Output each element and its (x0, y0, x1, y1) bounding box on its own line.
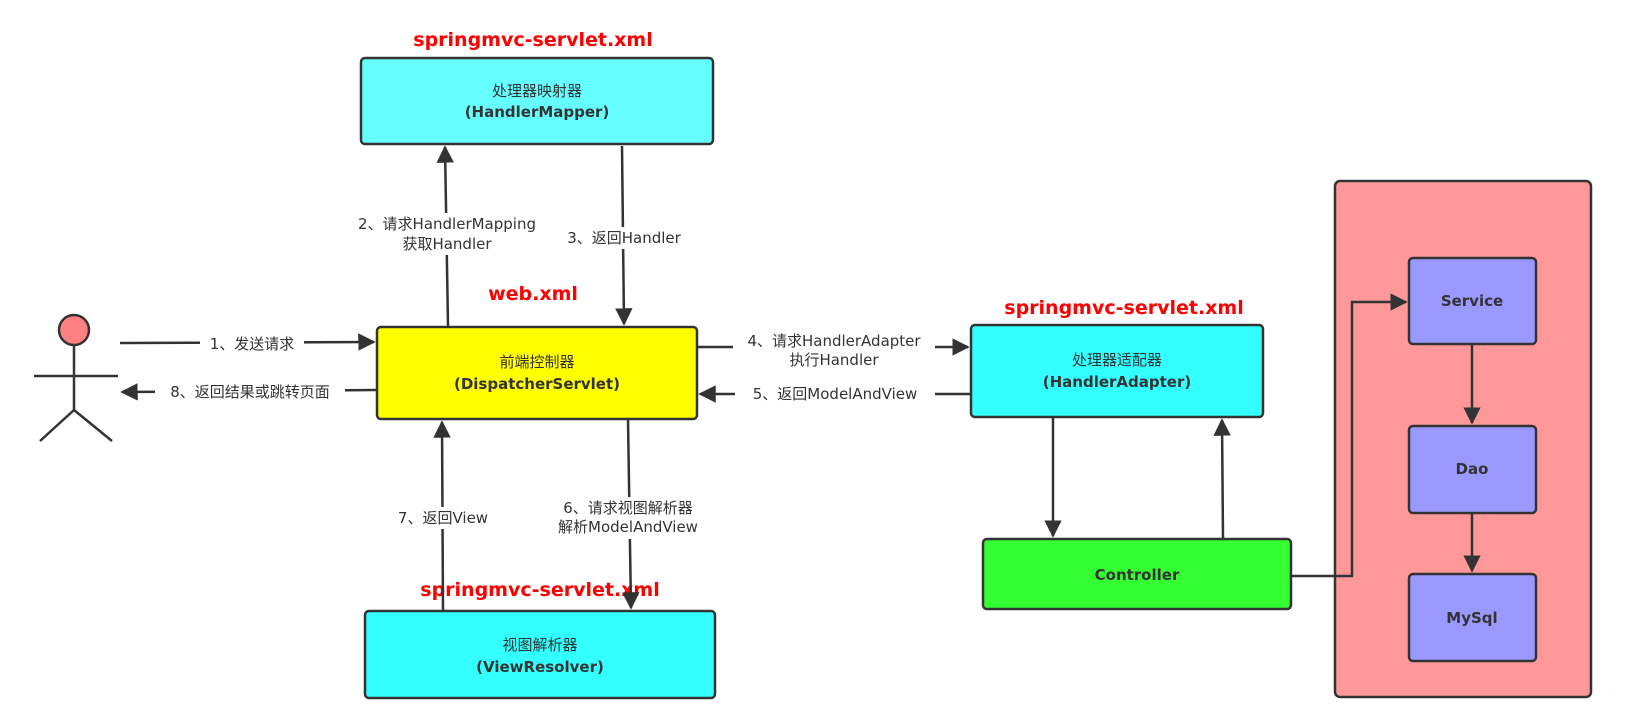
service-node: Service (1407, 256, 1538, 346)
step-2-label-group: 2、请求HandlerMapping 获取Handler (347, 213, 547, 255)
step-5-label-group: 5、返回ModelAndView (735, 383, 935, 405)
step-4-label-line1: 4、请求HandlerAdapter (747, 332, 921, 350)
arrow-controller-to-service (1292, 293, 1408, 578)
mysql-node: MySql (1407, 572, 1538, 663)
handler-mapper-class: (HandlerMapper) (465, 103, 610, 121)
step-2-label-line2: 获取Handler (402, 235, 492, 253)
step-8-label-group: 8、返回结果或跳转页面 (155, 381, 345, 401)
step-6-label-line1: 6、请求视图解析器 (563, 499, 693, 517)
handler-mapper-config-label: springmvc-servlet.xml (413, 29, 652, 51)
step-6-label-line2: 解析ModelAndView (558, 518, 698, 536)
handler-adapter-config-label: springmvc-servlet.xml (1004, 297, 1243, 319)
view-resolver-config-label: springmvc-servlet.xml (420, 579, 659, 601)
handler-adapter-class: (HandlerAdapter) (1043, 373, 1191, 391)
step-3-label-group: 3、返回Handler (560, 227, 688, 249)
handler-mapper-node: 处理器映射器 (HandlerMapper) (359, 56, 715, 146)
step-4-label-line2: 执行Handler (789, 351, 879, 369)
dispatcher-servlet-node: 前端控制器 (DispatcherServlet) (375, 325, 699, 421)
step-7-label-group: 7、返回View (388, 507, 498, 529)
step-8-label: 8、返回结果或跳转页面 (170, 383, 330, 401)
dispatcher-name: 前端控制器 (499, 353, 574, 371)
step-7-label: 7、返回View (398, 509, 488, 527)
step-6-label-group: 6、请求视图解析器 解析ModelAndView (544, 497, 712, 539)
mysql-label: MySql (1446, 609, 1497, 627)
dispatcher-config-label: web.xml (488, 283, 578, 305)
view-resolver-name: 视图解析器 (502, 636, 577, 654)
step-1-label-group: 1、发送请求 (200, 333, 304, 353)
step-5-label: 5、返回ModelAndView (753, 385, 917, 403)
user-actor-icon (34, 313, 118, 442)
step-1-label: 1、发送请求 (210, 335, 295, 353)
view-resolver-node: 视图解析器 (ViewResolver) (363, 609, 717, 700)
dispatcher-class: (DispatcherServlet) (454, 375, 620, 393)
controller-label: Controller (1095, 566, 1180, 584)
view-resolver-class: (ViewResolver) (476, 658, 604, 676)
dao-node: Dao (1407, 424, 1538, 515)
dao-label: Dao (1456, 460, 1489, 478)
service-label: Service (1441, 292, 1503, 310)
step-2-label-line1: 2、请求HandlerMapping (358, 215, 536, 233)
step-3-label: 3、返回Handler (567, 229, 681, 247)
arrow-controller-to-adapter (1213, 418, 1231, 539)
handler-adapter-node: 处理器适配器 (HandlerAdapter) (969, 323, 1265, 419)
controller-node: Controller (981, 537, 1293, 611)
step-4-label-group: 4、请求HandlerAdapter 执行Handler (733, 330, 935, 372)
handler-adapter-name: 处理器适配器 (1072, 351, 1162, 369)
handler-mapper-name: 处理器映射器 (492, 82, 582, 100)
